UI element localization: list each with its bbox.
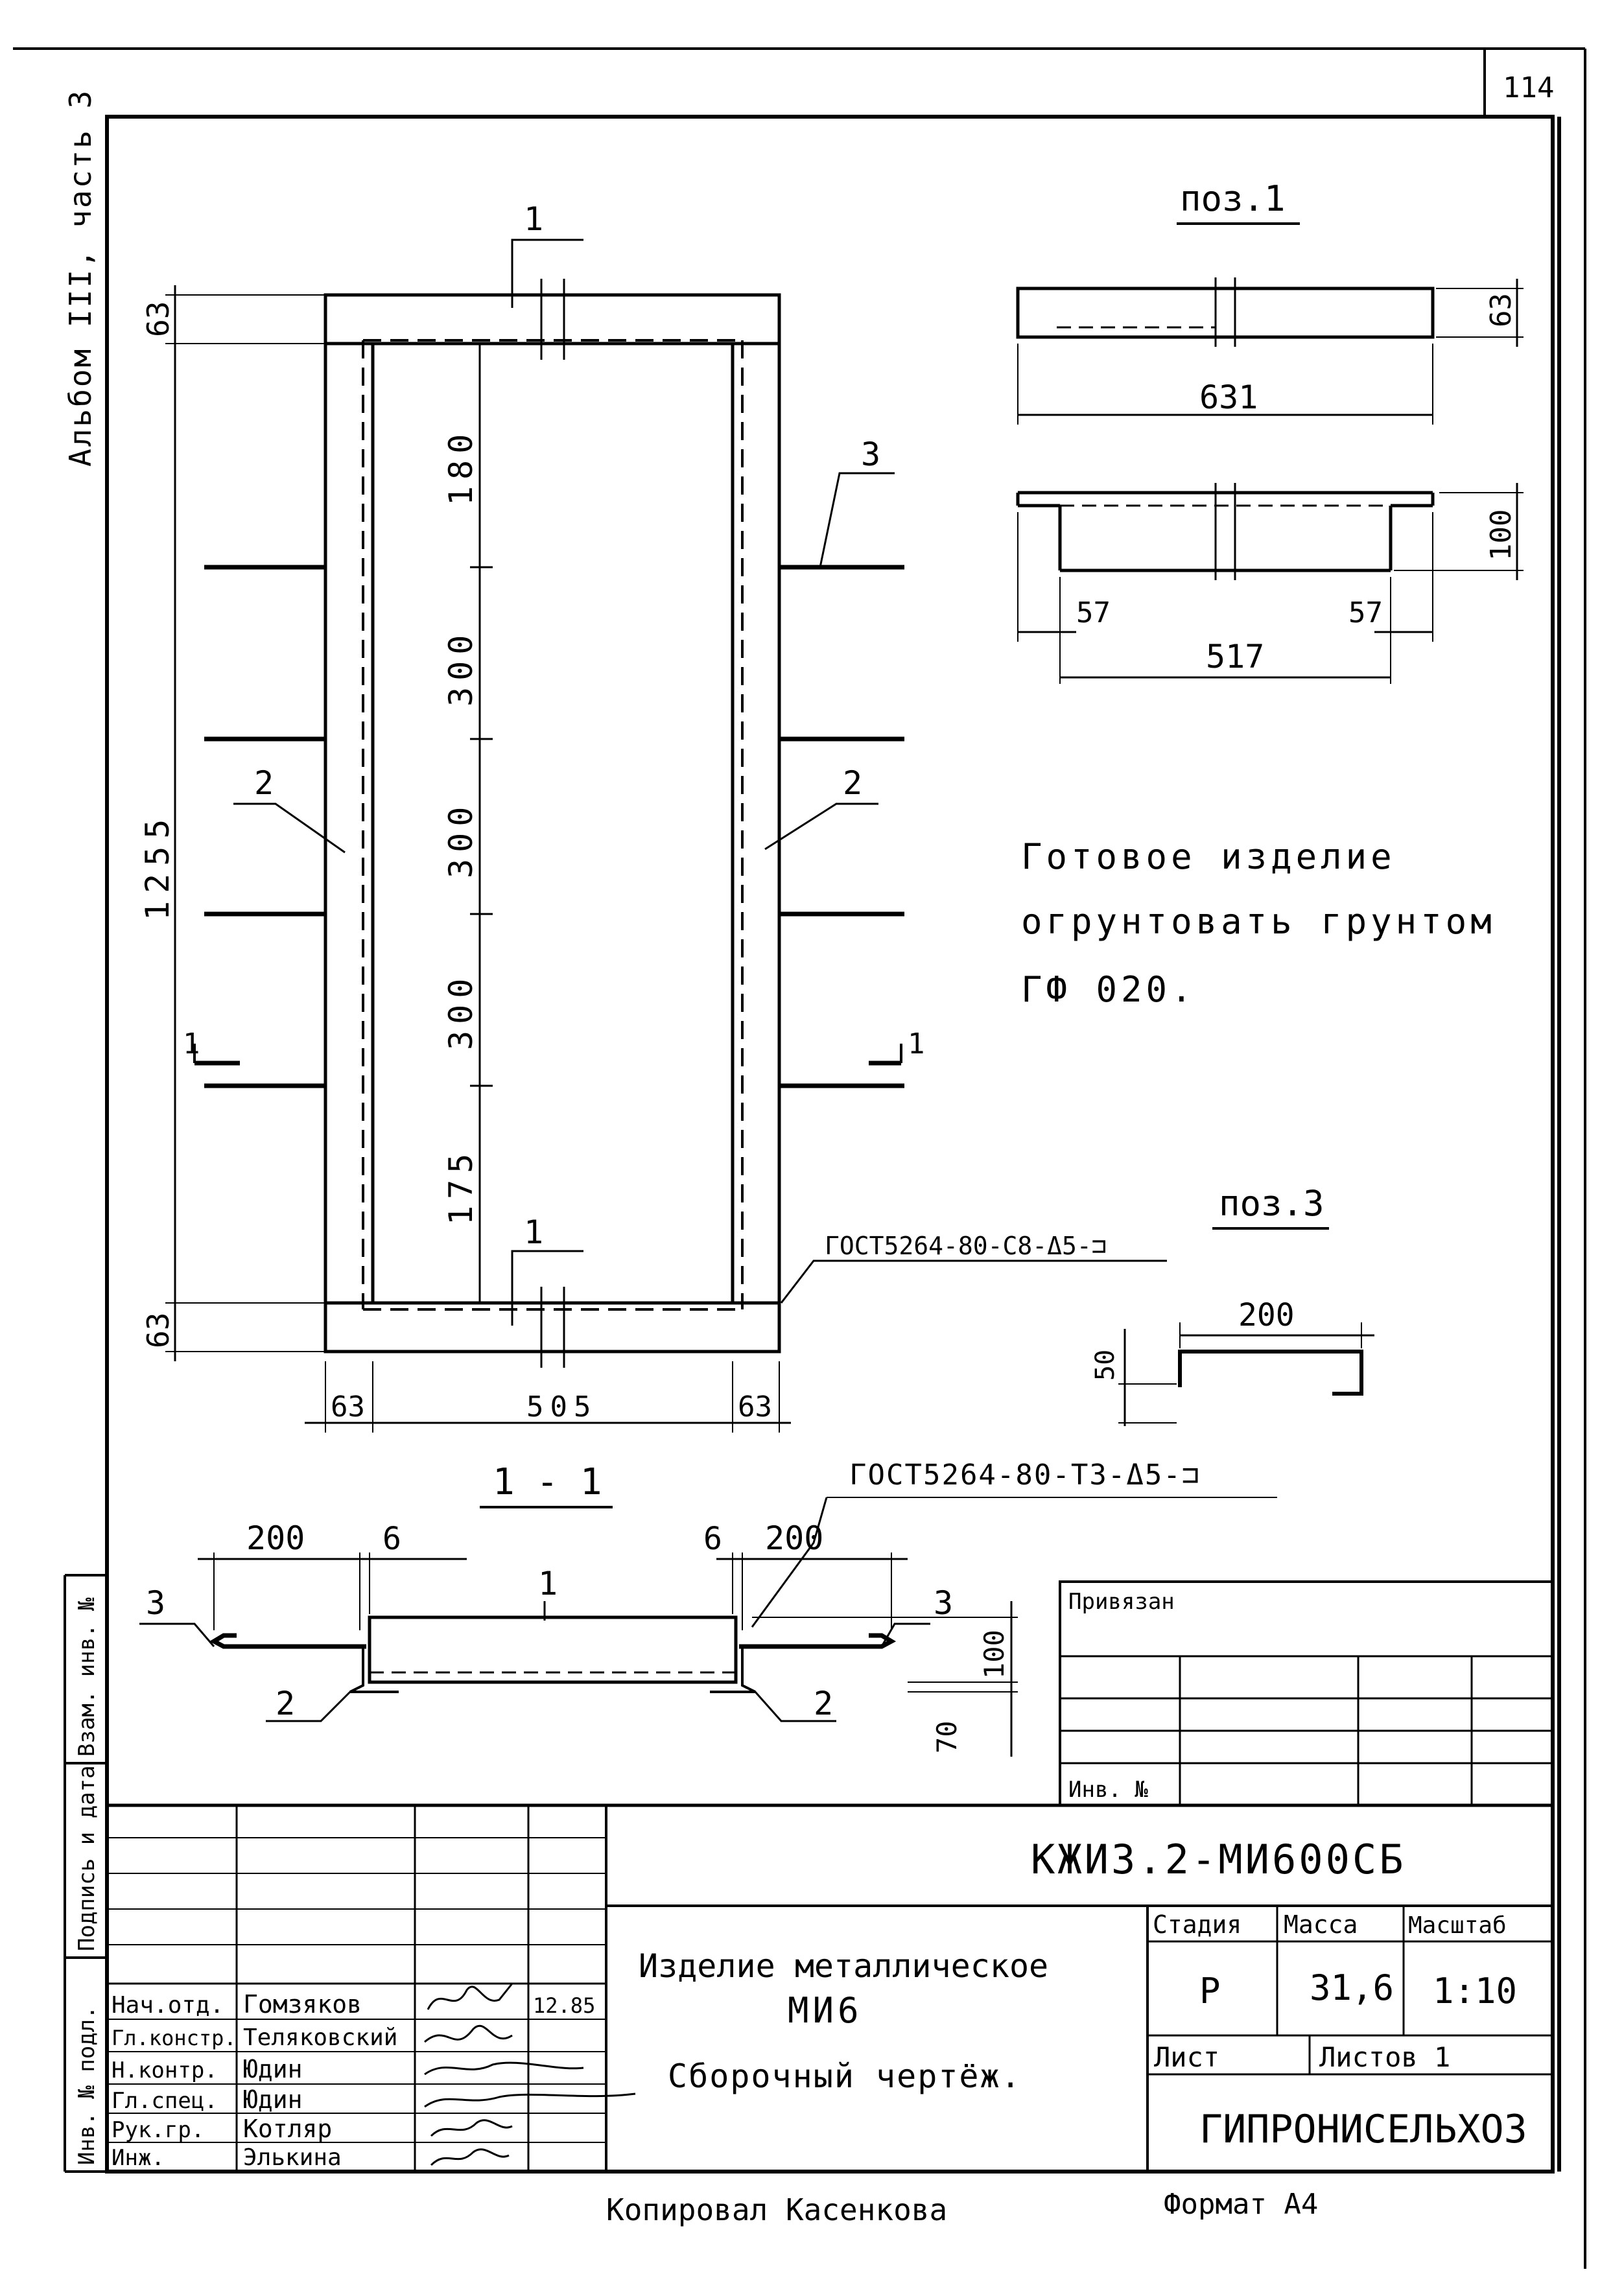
drawing-code: КЖИ3.2-МИ600СБ [1031, 1836, 1406, 1883]
note-line2: огрунтовать грунтом [1021, 901, 1496, 942]
main-view [165, 239, 1167, 1433]
staff-name-5: Котляр [243, 2115, 332, 2143]
callout-pos2-right: 2 [843, 764, 862, 802]
section-1-1 [139, 1497, 1277, 1757]
side-stamp [64, 1574, 107, 2173]
section-title: 1 - 1 [493, 1461, 602, 1503]
weld-note-section: ГОСТ5264-80-Т3-Δ5-⊐ [849, 1459, 1200, 1492]
scale-label: Масштаб [1408, 1912, 1507, 1939]
side-stamp-signature: Подпись и дата [74, 1765, 100, 1951]
staff-role-1: Нач.отд. [112, 1992, 224, 2019]
callout-pos3: 3 [861, 436, 880, 473]
scale-value: 1:10 [1433, 1971, 1517, 2011]
sec-callout-3-right: 3 [934, 1584, 953, 1622]
callout-pos1-top: 1 [524, 200, 543, 238]
stage-label: Стадия [1153, 1910, 1242, 1939]
title-block-lines [107, 1803, 1553, 2172]
pos3-detail [1118, 1227, 1374, 1426]
pos1-detail [1016, 222, 1524, 684]
note-line1: Готовое изделие [1021, 836, 1396, 877]
callout-pos1-bottom: 1 [524, 1213, 543, 1251]
pos1-dim-631: 631 [1199, 379, 1258, 416]
staff-role-6: Инж. [112, 2145, 165, 2171]
footer-copied: Копировал Касенкова [606, 2192, 947, 2227]
sec-dim-6-right: 6 [703, 1521, 722, 1557]
staff-role-3: Н.контр. [112, 2057, 218, 2083]
note-line3: ГФ 020. [1021, 969, 1196, 1010]
mass-value: 31,6 [1310, 1967, 1394, 2008]
product-mark: МИ6 [788, 1990, 863, 2031]
pos1-title: поз.1 [1180, 178, 1286, 219]
attached-title: Привязан [1068, 1589, 1175, 1615]
sheet-frame [13, 47, 1586, 2269]
pos1-dim-57-left: 57 [1076, 596, 1111, 629]
attached-inv: Инв. № [1068, 1777, 1148, 1803]
stage-value: Р [1199, 1971, 1221, 2011]
attached-box [1059, 1580, 1554, 1807]
pos1-dim-100: 100 [1485, 510, 1518, 561]
dim-inner-175: 175 [442, 1147, 480, 1225]
dim-inner-300-b: 300 [442, 801, 480, 878]
sec-dim-100: 100 [978, 1630, 1010, 1679]
dim-inner-180: 180 [442, 428, 480, 506]
sec-dim-200-left: 200 [246, 1519, 305, 1557]
sheet-number: 114 [1503, 71, 1554, 104]
sec-callout-2-left: 2 [276, 1685, 295, 1722]
drawing-type: Сборочный чертёж. [668, 2057, 1022, 2095]
dim-bottom-right-63: 63 [738, 1390, 772, 1424]
staff-role-4: Гл.спец. [112, 2088, 218, 2114]
pos3-dim-50: 50 [1090, 1350, 1120, 1381]
dim-inner-300-a: 300 [442, 629, 480, 707]
staff-name-6: Элькина [243, 2144, 342, 2171]
weld-note-main: ГОСТ5264-80-С8-Δ5-⊐ [825, 1232, 1107, 1260]
sec-dim-70: 70 [931, 1720, 963, 1753]
staff-date-1: 12.85 [533, 1993, 595, 2018]
staff-name-4: Юдин [243, 2085, 303, 2114]
pos1-dim-63: 63 [1485, 293, 1518, 327]
sec-callout-3-left: 3 [146, 1584, 165, 1622]
staff-role-5: Рук.гр. [112, 2117, 204, 2143]
organization: ГИПРОНИСЕЛЬХОЗ [1199, 2107, 1527, 2152]
side-stamp-vzam: Взам. инв. № [74, 1597, 100, 1757]
sheet-label: Лист [1154, 2041, 1219, 2073]
dim-total-1255: 1255 [139, 812, 176, 920]
side-stamp-inv-podl: Инв. № подл. [74, 2006, 100, 2165]
dim-bottom-63: 63 [141, 1313, 176, 1348]
album-label: Альбом III, часть 3 [63, 89, 98, 467]
sec-callout-2-right: 2 [814, 1685, 833, 1722]
sheets-label: Листов 1 [1319, 2041, 1450, 2073]
staff-name-2: Теляковский [243, 2024, 397, 2051]
staff-name-1: Гомзяков [243, 1990, 362, 2019]
pos3-title: поз.3 [1219, 1183, 1324, 1224]
callout-pos2-left: 2 [254, 764, 274, 802]
footer-format: Формат А4 [1164, 2188, 1318, 2221]
sec-callout-1: 1 [538, 1565, 558, 1602]
handwritten-signatures [424, 1983, 636, 2166]
mass-label: Масса [1284, 1910, 1358, 1939]
sec-dim-200-right: 200 [765, 1519, 823, 1557]
dim-bottom-505: 505 [526, 1390, 597, 1424]
product-name: Изделие металлическое [639, 1947, 1048, 1985]
section-mark-left: 1 [183, 1027, 200, 1060]
pos3-dim-200: 200 [1238, 1297, 1295, 1333]
staff-role-2: Гл.констр. [112, 2026, 237, 2050]
pos1-dim-517: 517 [1206, 638, 1264, 675]
section-mark-right: 1 [908, 1027, 925, 1060]
dim-bottom-left-63: 63 [331, 1390, 365, 1424]
staff-name-3: Юдин [243, 2055, 303, 2083]
pos1-dim-57-right: 57 [1348, 596, 1383, 629]
dim-top-63: 63 [141, 301, 176, 337]
sec-dim-6-left: 6 [382, 1521, 401, 1557]
dim-inner-300-c: 300 [442, 972, 480, 1050]
